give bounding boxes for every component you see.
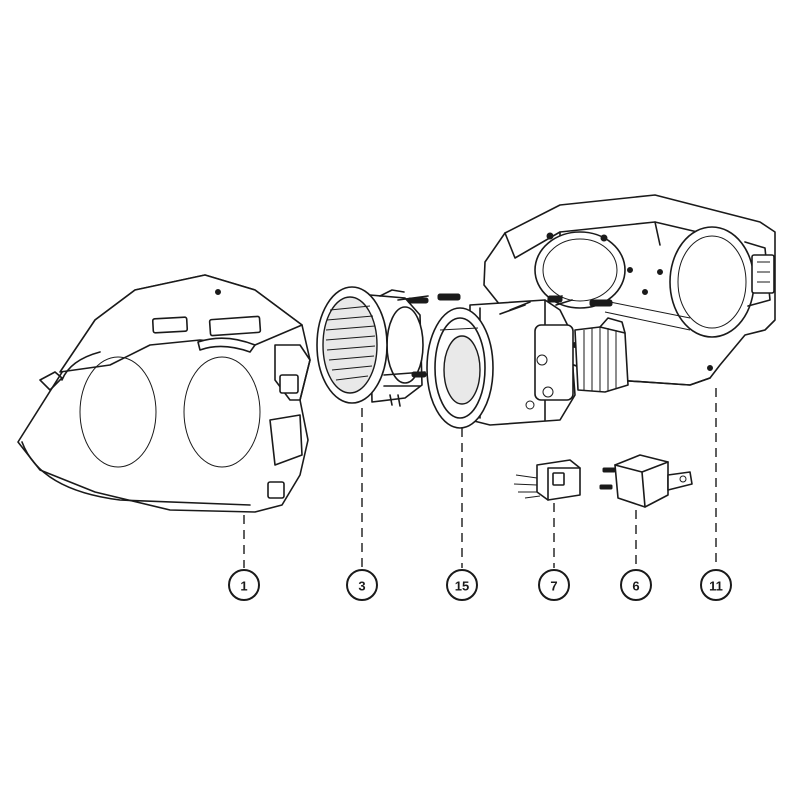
callout-circle	[228, 569, 260, 601]
callout-15: 15	[446, 569, 478, 601]
callout-label: 15	[455, 579, 469, 594]
callout-3: 3	[346, 569, 378, 601]
callout-label: 6	[632, 579, 639, 594]
lens-bezel-part-3	[316, 286, 429, 407]
leader-lines	[243, 388, 717, 568]
callout-label: 1	[240, 579, 247, 594]
callout-circle	[346, 569, 378, 601]
projector-module-part-15	[426, 293, 629, 429]
callout-circle	[446, 569, 478, 601]
callout-7: 7	[538, 569, 570, 601]
callout-circle	[620, 569, 652, 601]
callout-circle	[700, 569, 732, 601]
relay-part-6	[599, 454, 693, 508]
callout-circle	[538, 569, 570, 601]
callout-label: 11	[709, 579, 723, 594]
callout-11: 11	[700, 569, 732, 601]
headlamp-housing-part-1	[17, 274, 311, 513]
callout-label: 7	[550, 579, 557, 594]
callout-6: 6	[620, 569, 652, 601]
callout-1: 1	[228, 569, 260, 601]
callout-label: 3	[358, 579, 365, 594]
connector-part-7	[513, 459, 581, 501]
